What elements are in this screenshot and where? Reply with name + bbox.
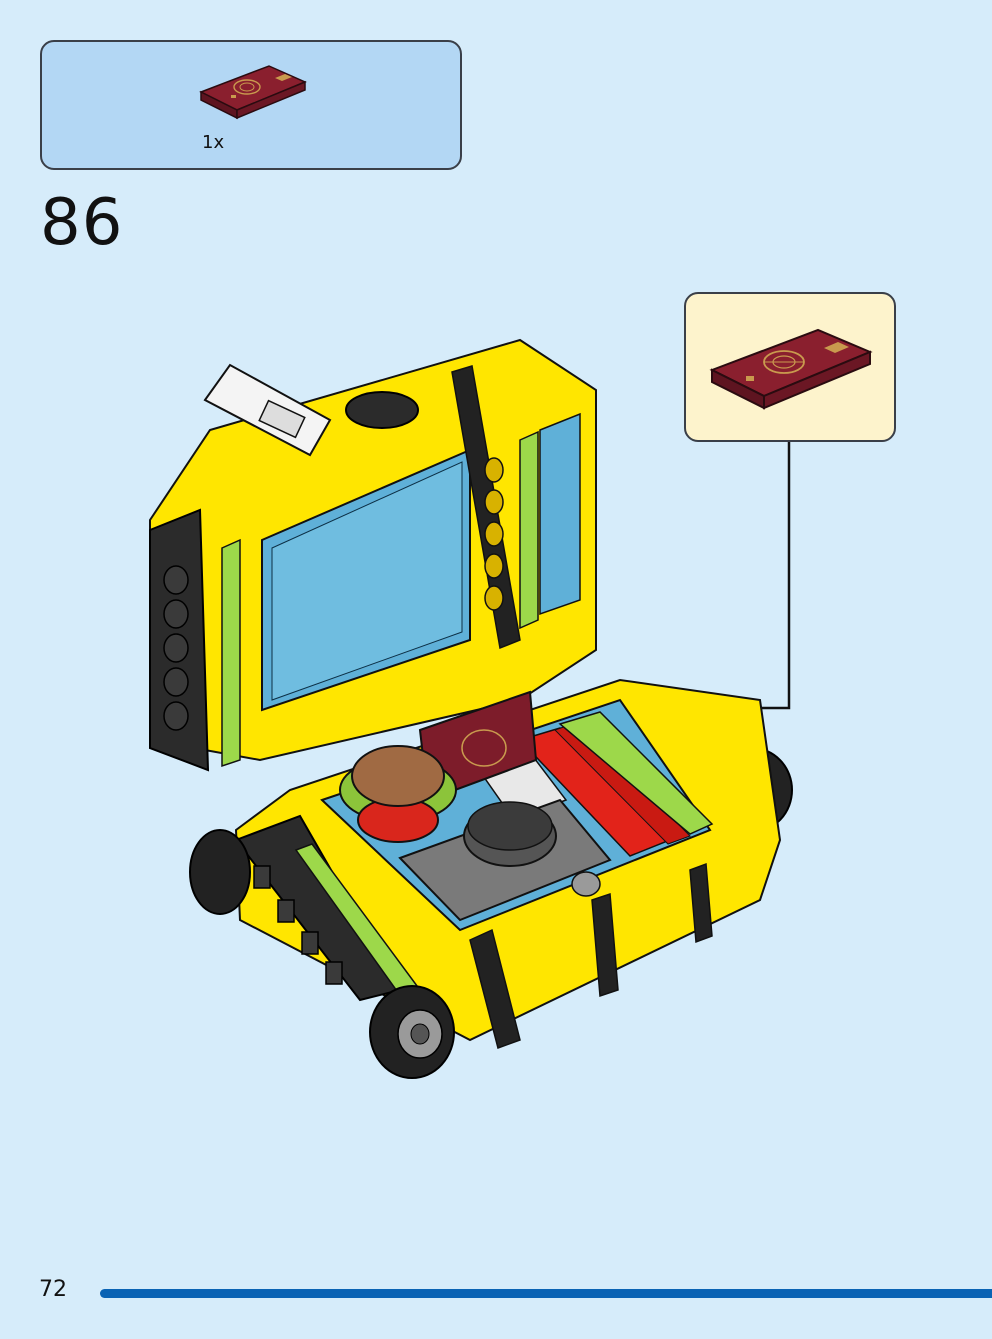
part-quantity: 1x: [202, 132, 225, 153]
progress-bar: [100, 1289, 992, 1298]
page-number: 72: [39, 1277, 67, 1302]
step-number: 86: [40, 186, 124, 260]
callout-box: [684, 292, 896, 442]
parts-list-box: 1x: [40, 40, 462, 170]
wheel: [189, 829, 251, 915]
passport-tile-icon: [709, 328, 873, 410]
passport-tile-icon: [199, 65, 307, 120]
